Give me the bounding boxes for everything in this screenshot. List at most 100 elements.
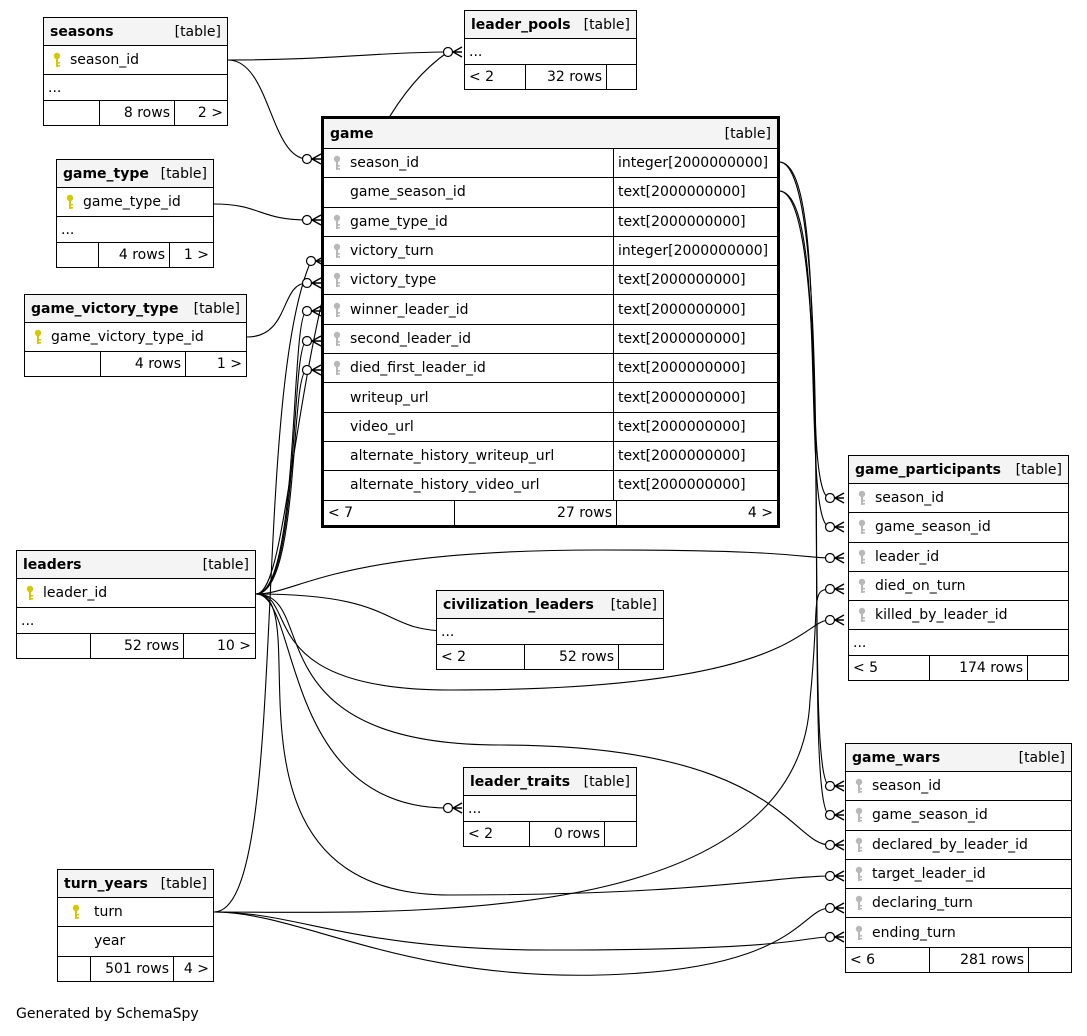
footer-rows: 52 rows (524, 645, 618, 669)
foreign-key-icon (324, 272, 350, 288)
column-name: turn (94, 904, 123, 921)
column-name: year (94, 933, 126, 950)
table-tag: [table] (160, 875, 207, 892)
footer-parents (17, 634, 90, 658)
footer-rows: 0 rows (529, 822, 604, 846)
table-name: game_type (63, 165, 149, 182)
crowfoot-marker (442, 46, 463, 58)
column-type: text[2000000000] (613, 295, 777, 324)
primary-key-icon (44, 52, 70, 68)
column-type: text[2000000000] (613, 354, 777, 383)
table-name: leader_pools (471, 16, 571, 33)
foreign-key-icon (324, 214, 350, 230)
relationship-line (227, 59, 308, 160)
column-type: integer[2000000000] (613, 236, 777, 266)
crowfoot-marker (301, 214, 322, 226)
footer-parents (44, 101, 99, 125)
more-columns: ... (464, 796, 636, 822)
footer-children: 1 > (169, 243, 213, 268)
column-name: victory_type (350, 272, 437, 289)
column-row: target_leader_id (846, 860, 1071, 890)
footer-rows: 501 rows (90, 956, 173, 981)
crowfoot-marker (824, 902, 845, 914)
crowfoot-marker (824, 870, 845, 882)
column-name: season_id (872, 778, 941, 795)
table-tag: [table] (160, 165, 207, 182)
relationship-line (213, 588, 831, 913)
table-game-victory-type[interactable]: game_victory_type[table] game_victory_ty… (24, 294, 247, 378)
more-columns: ... (437, 619, 663, 645)
column-name: game_type_id (350, 213, 448, 230)
relationship-line (255, 340, 308, 595)
relationship-line (778, 190, 831, 528)
table-name: game (330, 125, 374, 142)
foreign-key-icon (846, 895, 872, 911)
relationship-line (213, 907, 831, 976)
column-name: leader_id (875, 548, 940, 565)
relationship-line (255, 369, 308, 595)
crowfoot-marker (301, 277, 322, 289)
generated-by-credit: Generated by SchemaSpy (16, 1006, 199, 1022)
footer-children: 4 > (616, 500, 777, 525)
crowfoot-marker (442, 802, 463, 814)
footer-children (1027, 656, 1068, 681)
column-name: winner_leader_id (350, 301, 469, 318)
table-tag: [table] (174, 23, 221, 40)
crowfoot-marker (824, 780, 845, 792)
crowfoot-marker (301, 364, 322, 376)
crowfoot-marker (824, 839, 845, 851)
foreign-key-icon (846, 778, 872, 794)
relationship-line (213, 260, 312, 913)
crowfoot-marker (305, 255, 326, 267)
primary-key-icon (58, 904, 94, 920)
footer-rows: 32 rows (525, 65, 606, 89)
column-type: text[2000000000] (613, 412, 777, 441)
column-name: game_season_id (875, 519, 991, 536)
crowfoot-marker (824, 521, 845, 533)
footer-children (618, 645, 663, 669)
footer-children: 1 > (185, 352, 246, 377)
footer-parents (58, 957, 90, 981)
table-name: game_participants (855, 461, 1001, 478)
relationship-line (246, 282, 308, 338)
relationship-line (255, 593, 831, 691)
more-columns: ... (57, 217, 213, 244)
footer-parents: < 5 (853, 660, 879, 677)
column-row: game_season_id (849, 513, 1068, 543)
table-tag: [table] (202, 556, 249, 573)
column-name: alternate_history_video_url (350, 477, 540, 494)
crowfoot-marker (824, 552, 845, 564)
more-columns: ... (849, 630, 1068, 657)
table-tag: [table] (1018, 749, 1065, 766)
foreign-key-icon (849, 519, 875, 535)
table-name: leader_traits (470, 773, 571, 790)
foreign-key-icon (324, 302, 350, 318)
table-game-type[interactable]: game_type[table] game_type_id ... 4 rows… (56, 159, 214, 269)
footer-rows: 52 rows (90, 634, 183, 659)
footer-parents: < 2 (468, 826, 494, 842)
column-row: died_on_turn (849, 572, 1068, 602)
column-name: target_leader_id (872, 866, 986, 883)
column-row: declared_by_leader_id (846, 831, 1071, 860)
foreign-key-icon (324, 360, 350, 376)
relationship-line (213, 203, 308, 221)
foreign-key-icon (324, 155, 350, 171)
column-name: season_id (70, 52, 139, 69)
column-name: writeup_url (350, 389, 429, 406)
foreign-key-icon (846, 837, 872, 853)
footer-children (1028, 947, 1071, 972)
